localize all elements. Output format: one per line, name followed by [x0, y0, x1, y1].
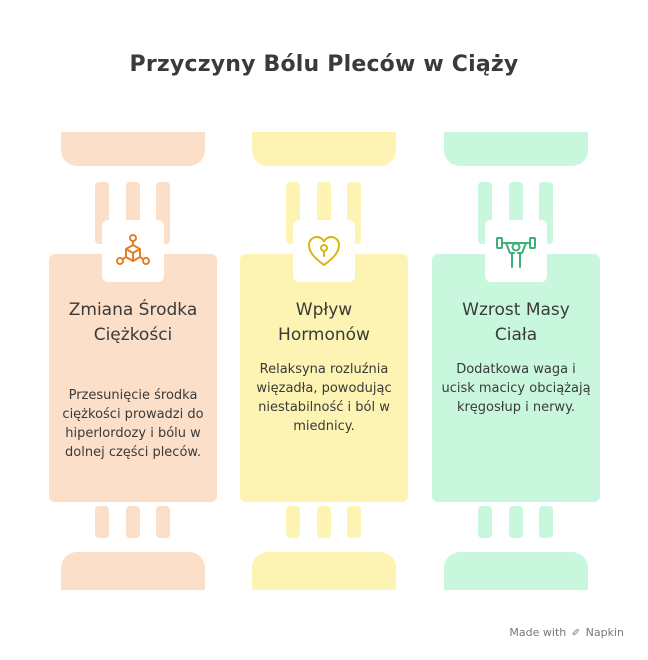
pillar-1-description: Przesunięcie środka ciężkości prowadzi d…	[62, 388, 204, 460]
pillar-1-flute	[126, 506, 140, 538]
made-with-napkin-credit: Made with ✐ Napkin	[509, 626, 624, 639]
pillar-2-flute	[317, 506, 331, 538]
pillar-3-flute	[478, 506, 492, 538]
pillar-1-icon-box	[102, 220, 164, 282]
pillar-3: Wzrost Masy Ciała Dodatkowa waga i ucisk…	[432, 0, 600, 660]
pillar-2-flute	[286, 506, 300, 538]
pillar-1-bottom-cap	[61, 552, 205, 590]
made-with-label: Made with	[509, 626, 567, 639]
pillar-3-bottom-cap	[444, 552, 588, 590]
pillar-1-body	[49, 254, 217, 502]
pillar-3-icon-box	[485, 220, 547, 282]
weightlifter-icon	[496, 237, 536, 268]
pillar-3-flute	[539, 506, 553, 538]
pillar-3-body	[432, 254, 600, 502]
pillar-2-bottom-cap	[252, 552, 396, 590]
pillar-3-top-cap	[444, 132, 588, 166]
heart-lock-icon	[308, 236, 340, 266]
pillar-1-title: Zmiana Środka Ciężkości	[68, 300, 198, 345]
pillar-2-title: Wpływ Hormonów	[278, 300, 370, 345]
pillar-2-flute	[347, 506, 361, 538]
pillar-2-icon-box	[293, 220, 355, 282]
napkin-brand: Napkin	[585, 626, 624, 639]
pillar-3-description: Dodatkowa waga i ucisk macicy obciążają …	[441, 362, 591, 415]
pillar-3-title: Wzrost Masy Ciała	[462, 300, 570, 345]
pillar-2-description: Relaksyna rozluźnia więzadła, powodując …	[256, 362, 392, 434]
pillar-1-top-cap	[61, 132, 205, 166]
molecule-network-icon	[116, 234, 150, 265]
page-title: Przyczyny Bólu Pleców w Ciąży	[129, 52, 519, 77]
pillar-1-flute	[95, 506, 109, 538]
pillar-1: Zmiana Środka Ciężkości Przesunięcie śro…	[49, 0, 217, 660]
pillar-1-flute	[156, 506, 170, 538]
pillar-3-flute	[509, 506, 523, 538]
pillar-2: Wpływ Hormonów Relaksyna rozluźnia więza…	[240, 0, 408, 660]
pillar-2-body	[240, 254, 408, 502]
napkin-logo-icon: ✐	[571, 628, 581, 639]
pillar-2-top-cap	[252, 132, 396, 166]
